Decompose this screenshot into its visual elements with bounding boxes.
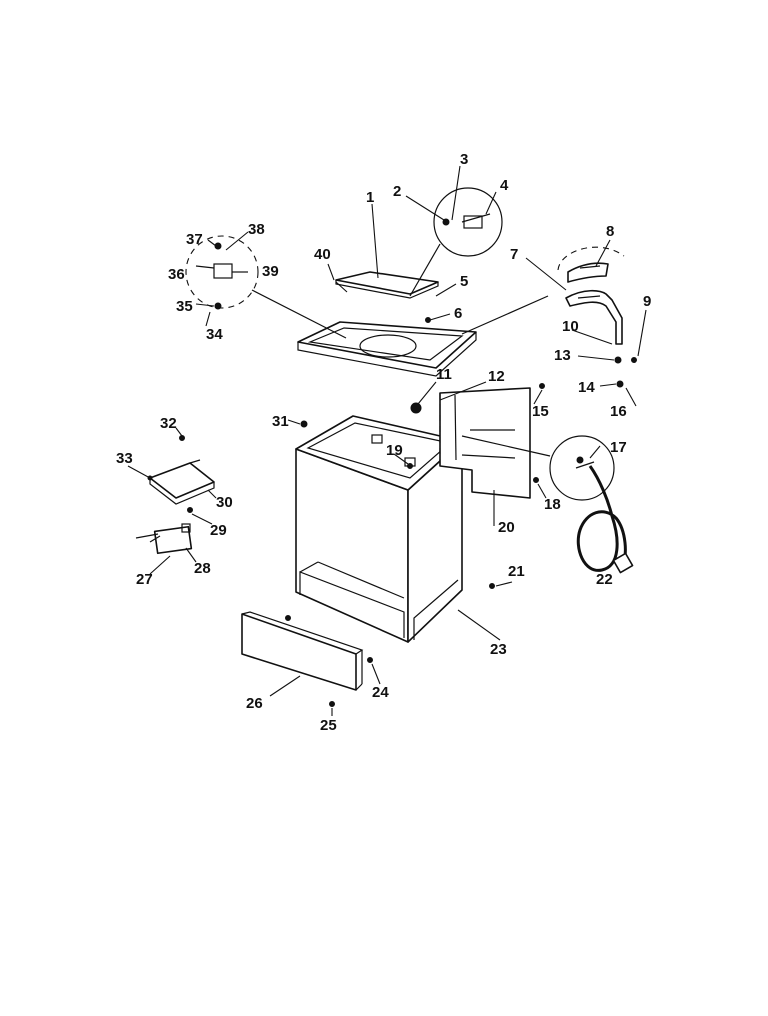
callout-13: 13 bbox=[554, 347, 571, 364]
detail-circle-lid-switch bbox=[185, 235, 347, 339]
callout-23: 23 bbox=[490, 641, 507, 658]
callout-2: 2 bbox=[393, 183, 401, 200]
callout-14: 14 bbox=[578, 379, 595, 396]
callout-18: 18 bbox=[544, 496, 561, 513]
callout-9: 9 bbox=[643, 293, 651, 310]
callout-5: 5 bbox=[460, 273, 468, 290]
callout-8: 8 bbox=[606, 223, 614, 240]
callout-20: 20 bbox=[498, 519, 515, 536]
callout-22: 22 bbox=[596, 571, 613, 588]
callout-25: 25 bbox=[320, 717, 337, 734]
callout-6: 6 bbox=[454, 305, 462, 322]
rear-panel bbox=[439, 387, 531, 499]
callout-30: 30 bbox=[216, 494, 233, 511]
hinge-bracket bbox=[149, 459, 215, 505]
callout-numbers: 1 2 3 4 5 6 7 8 9 10 11 12 13 14 15 16 1… bbox=[116, 151, 651, 734]
switch-assembly bbox=[135, 523, 193, 555]
callout-7: 7 bbox=[510, 246, 518, 263]
callout-35: 35 bbox=[176, 298, 193, 315]
callout-33: 33 bbox=[116, 450, 133, 467]
callout-28: 28 bbox=[194, 560, 211, 577]
callout-17: 17 bbox=[610, 439, 627, 456]
top-panel bbox=[297, 321, 477, 377]
callout-3: 3 bbox=[460, 151, 468, 168]
callout-16: 16 bbox=[610, 403, 627, 420]
callout-36: 36 bbox=[168, 266, 185, 283]
power-cord bbox=[576, 465, 634, 574]
callout-29: 29 bbox=[210, 522, 227, 539]
cabinet-body bbox=[295, 415, 463, 643]
tube-assembly bbox=[565, 289, 623, 345]
callout-34: 34 bbox=[206, 326, 223, 343]
callout-26: 26 bbox=[246, 695, 263, 712]
detail-arc-tube bbox=[461, 246, 625, 335]
callout-38: 38 bbox=[248, 221, 265, 238]
callout-37: 37 bbox=[186, 231, 203, 248]
callout-21: 21 bbox=[508, 563, 525, 580]
callout-40: 40 bbox=[314, 246, 331, 263]
callout-1: 1 bbox=[366, 189, 374, 206]
callout-27: 27 bbox=[136, 571, 153, 588]
hardware-fasteners bbox=[147, 317, 637, 707]
detail-circle-cord-clamp bbox=[461, 435, 615, 501]
callout-32: 32 bbox=[160, 415, 177, 432]
detail-circle-hinge bbox=[409, 187, 503, 297]
lid bbox=[335, 271, 439, 299]
kick-panel bbox=[241, 611, 364, 691]
callout-24: 24 bbox=[372, 684, 389, 701]
callout-31: 31 bbox=[272, 413, 289, 430]
leader-lines bbox=[127, 165, 647, 716]
callout-19: 19 bbox=[386, 442, 403, 459]
fill-cap bbox=[567, 262, 609, 283]
callout-11: 11 bbox=[436, 366, 452, 383]
callout-39: 39 bbox=[262, 263, 279, 280]
callout-15: 15 bbox=[532, 403, 549, 420]
callout-4: 4 bbox=[500, 177, 509, 194]
callout-10: 10 bbox=[562, 318, 579, 335]
callout-12: 12 bbox=[488, 368, 505, 385]
